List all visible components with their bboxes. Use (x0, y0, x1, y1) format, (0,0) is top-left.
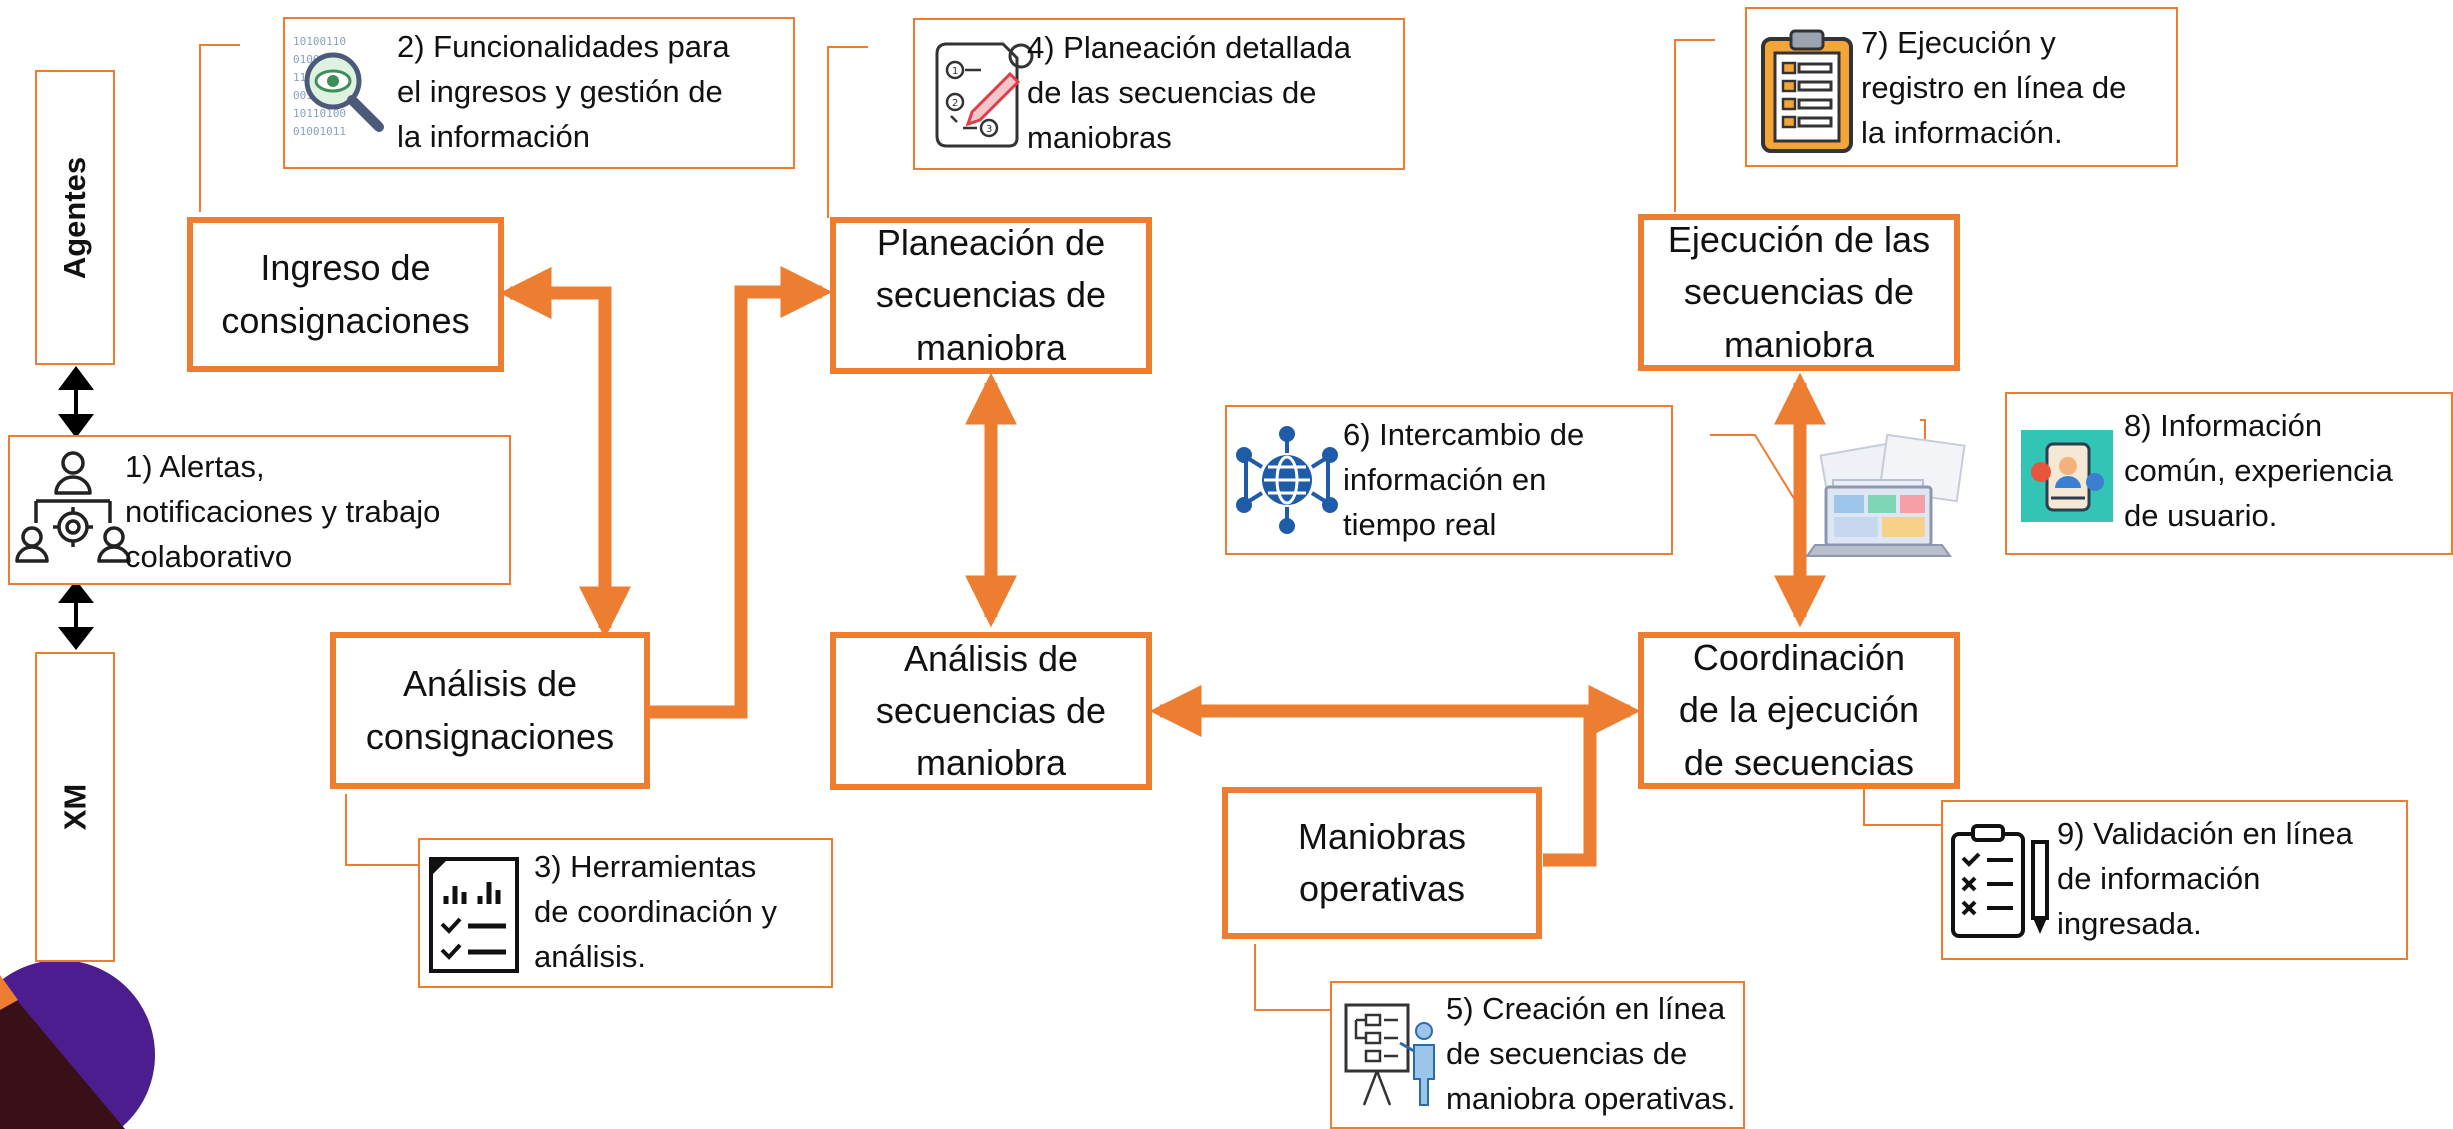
side-label-xm-text: XM (57, 783, 92, 831)
side-arrow-bottom (58, 580, 94, 650)
callout-funcionalidades: 101001100100110111010010 001011011011010… (283, 17, 795, 169)
callout-validacion-text: 9) Validación en línea de información in… (2057, 816, 2353, 941)
side-label-agentes-text: Agentes (57, 156, 92, 279)
node-ejecucion-secuencias[interactable]: Ejecución de las secuencias de maniobra (1638, 214, 1960, 371)
side-label-agentes: Agentes (35, 70, 115, 365)
callout-planeacion-detallada-text: 4) Planeación detallada de las secuencia… (1027, 30, 1352, 155)
callout-informacion-comun: 8) Información común, experiencia de usu… (2005, 392, 2453, 555)
callout-creacion-linea: 5) Creación en línea de secuencias de ma… (1330, 981, 1745, 1129)
node-analisis-secuencias-label: Análisis de secuencias de maniobra (875, 637, 1107, 784)
checklist-pencil-icon (1951, 824, 2049, 938)
line-maniobras-coordinacion (1543, 711, 1597, 867)
callout-ejecucion-registro-text: 7) Ejecución y registro en línea de la i… (1861, 25, 2127, 150)
node-analisis-consignaciones-label: Análisis de consignaciones (365, 663, 615, 757)
side-label-xm: XM (35, 652, 115, 962)
team-gear-icon (15, 451, 131, 563)
callout-ejecucion-registro: 7) Ejecución y registro en línea de la i… (1745, 7, 2178, 167)
data-search-eye-icon: 101001100100110111010010 001011011011010… (293, 35, 384, 138)
svg-text:01001011: 01001011 (293, 125, 346, 138)
node-coordinacion-label: Coordinación de la ejecución de secuenci… (1678, 637, 1920, 783)
planning-steps-icon: 1 2 3 (935, 42, 1034, 148)
callout-intercambio-text: 6) Intercambio de información en tiempo … (1343, 417, 1585, 542)
node-maniobras-operativas[interactable]: Maniobras operativas (1222, 787, 1542, 939)
dashboard-laptop-icon (1805, 433, 1966, 557)
node-coordinacion-ejecucion[interactable]: Coordinación de la ejecución de secuenci… (1638, 632, 1960, 789)
node-maniobras-label: Maniobras operativas (1297, 815, 1467, 909)
corner-decoration (0, 960, 155, 1129)
globe-network-icon (1236, 426, 1338, 534)
node-ingreso-consignaciones[interactable]: Ingreso de consignaciones (187, 217, 504, 372)
arrow-ingreso-analisis (499, 267, 631, 639)
callout-funcionalidades-text: 2) Funcionalidades para el ingresos y ge… (397, 29, 730, 154)
callout-planeacion-detallada: 1 2 3 4) Planeación detallada de las secue… (913, 18, 1405, 170)
node-ejecucion-label: Ejecución de las secuencias de maniobra (1667, 219, 1931, 365)
node-analisis-secuencias[interactable]: Análisis de secuencias de maniobra (830, 632, 1152, 790)
callout-intercambio: 6) Intercambio de información en tiempo … (1225, 405, 1673, 555)
callout-herramientas: 3) Herramientas de coordinación y anális… (418, 838, 833, 988)
node-ingreso-label: Ingreso de consignaciones (221, 247, 470, 341)
chart-checklist-icon (429, 857, 519, 973)
node-planeacion-label: Planeación de secuencias de maniobra (875, 222, 1107, 368)
user-profile-app-icon (2021, 430, 2113, 522)
leader-lines (199, 39, 1945, 1011)
callout-informacion-comun-text: 8) Información común, experiencia de usu… (2124, 408, 2393, 533)
svg-text:2: 2 (952, 98, 958, 109)
arrow-analisis-planeacion (650, 266, 833, 719)
callout-creacion-linea-text: 5) Creación en línea de secuencias de ma… (1446, 991, 1736, 1116)
svg-text:3: 3 (986, 124, 992, 135)
node-analisis-consignaciones[interactable]: Análisis de consignaciones (330, 632, 650, 789)
callout-herramientas-text: 3) Herramientas de coordinación y anális… (534, 849, 777, 974)
side-arrow-top (58, 366, 94, 438)
clipboard-list-icon (1761, 29, 1853, 153)
callout-alertas-text: 1) Alertas, notificaciones y trabajo col… (125, 449, 441, 574)
node-planeacion-secuencias[interactable]: Planeación de secuencias de maniobra (830, 217, 1152, 374)
svg-text:10110100: 10110100 (293, 107, 346, 120)
svg-text:1: 1 (952, 66, 958, 77)
callout-validacion: 9) Validación en línea de información in… (1941, 800, 2408, 960)
callout-alertas: 1) Alertas, notificaciones y trabajo col… (8, 435, 511, 585)
svg-text:10100110: 10100110 (293, 35, 346, 48)
presentation-board-icon (1344, 1003, 1435, 1106)
